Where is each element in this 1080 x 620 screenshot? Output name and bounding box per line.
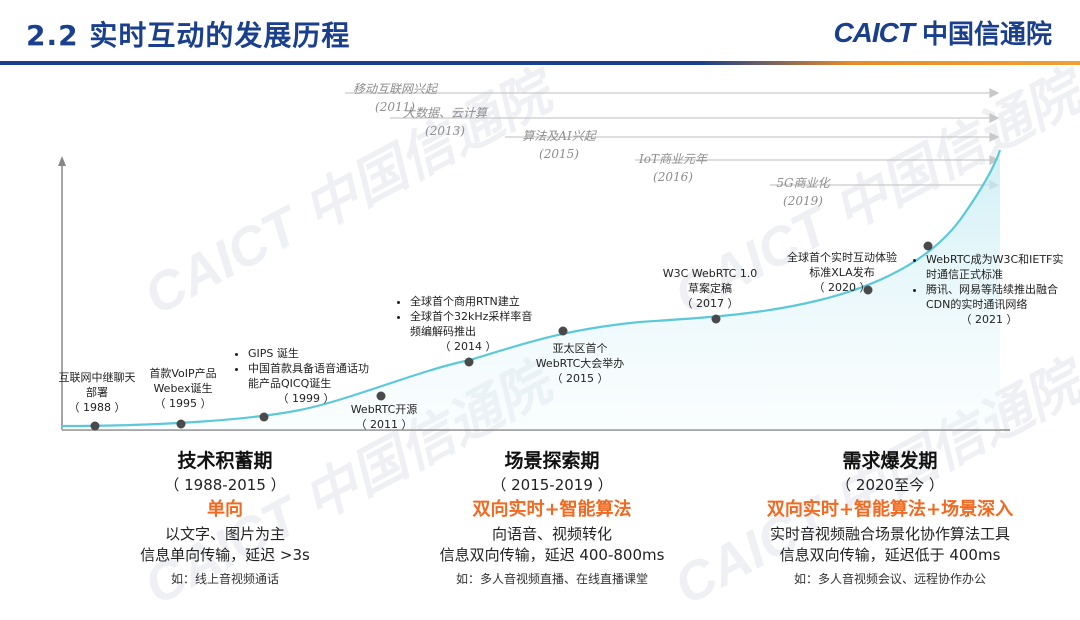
- milestone-dot: [376, 391, 386, 401]
- logo-text-en: CAICT: [833, 16, 915, 48]
- logo-text-cn: 中国信通院: [921, 20, 1052, 50]
- phase-mode: 双向实时+智能算法+场景深入: [766, 499, 1014, 520]
- page-title: 2.2 实时互动的发展历程: [26, 19, 351, 52]
- milestone-dot: [863, 285, 873, 295]
- growth-curve: [61, 149, 1002, 428]
- event-1999: GIPS 诞生 中国首款具备语音通话功能产品QICQ诞生 （ 1999 ）: [236, 346, 376, 406]
- phase-example: 如：多人音视频直播、在线直播课堂: [455, 572, 648, 586]
- phase-name: 场景探索期: [504, 450, 600, 472]
- phase-name: 需求爆发期: [842, 450, 938, 472]
- header-divider-accent: [700, 61, 1080, 65]
- phase-explosion: 需求爆发期 （ 2020至今 ） 双向实时+智能算法+场景深入 实时音视频融合场…: [720, 448, 1060, 590]
- trend-label: 移动互联网兴起(2011): [352, 82, 437, 114]
- milestone-dot: [464, 357, 474, 367]
- trend-arrow-head: [989, 113, 1000, 123]
- milestone-dot: [90, 421, 100, 431]
- event-bullet: 全球首个商用RTN建立: [410, 294, 538, 309]
- phase-example: 如：多人音视频会议、远程协作办公: [793, 572, 986, 586]
- trend-arrow-head: [989, 132, 1000, 142]
- header-divider: [0, 61, 1080, 65]
- event-2020: 全球首个实时互动体验标准XLA发布（ 2020 ）: [787, 251, 897, 294]
- phase-years: （ 2015-2019 ）: [491, 476, 613, 494]
- trend-label: 算法及AI兴起(2015): [522, 129, 596, 161]
- trend-arrow-head: [989, 88, 1000, 98]
- trend-label: 5G商业化(2019): [776, 176, 830, 208]
- trend-arrow-head: [989, 155, 1000, 165]
- phase-desc: 信息双向传输，延迟低于 400ms: [779, 546, 1001, 564]
- trend-label: IoT商业元年(2016): [639, 152, 707, 184]
- phase-desc: 信息双向传输，延迟 400-800ms: [439, 546, 665, 564]
- event-2021: WebRTC成为W3C和IETF实时通信正式标准 腾讯、网易等陆续推出融合CDN…: [914, 252, 1064, 327]
- event-bullet: 腾讯、网易等陆续推出融合CDN的实时通讯网络: [926, 282, 1064, 312]
- caict-logo: CAICT 中国信通院: [833, 14, 1052, 51]
- milestone-dot: [259, 412, 269, 422]
- milestone-dot: [558, 326, 568, 336]
- event-2014: 全球首个商用RTN建立 全球首个32kHz采样率音频编解码推出 （ 2014 ）: [398, 294, 538, 354]
- event-bullet: WebRTC成为W3C和IETF实时通信正式标准: [926, 252, 1064, 282]
- phase-desc: 向语音、视频转化: [491, 525, 612, 543]
- event-bullet: 中国首款具备语音通话功能产品QICQ诞生: [248, 361, 376, 391]
- event-2011: WebRTC开源（ 2011 ）: [350, 403, 418, 431]
- phase-desc: 实时音视频融合场景化协作算法工具: [769, 525, 1010, 543]
- phase-accumulation: 技术积蓄期 （ 1988-2015 ） 单向 以文字、图片为主 信息单向传输，延…: [55, 448, 395, 590]
- event-bullet: 全球首个32kHz采样率音频编解码推出: [410, 309, 538, 339]
- phase-desc: 信息单向传输，延迟 >3s: [140, 546, 310, 564]
- milestone-dot: [923, 241, 933, 251]
- phase-mode: 双向实时+智能算法: [472, 499, 632, 520]
- event-1988: 互联网中继聊天部署（ 1988 ）: [58, 371, 136, 414]
- y-axis-arrow: [58, 156, 66, 166]
- milestone-dot: [711, 314, 721, 324]
- milestone-dot: [176, 419, 186, 429]
- phase-mode: 单向: [207, 499, 243, 520]
- phase-years: （ 1988-2015 ）: [164, 476, 286, 494]
- phase-example: 如：线上音视频通话: [170, 572, 279, 586]
- phase-exploration: 场景探索期 （ 2015-2019 ） 双向实时+智能算法 向语音、视频转化 信…: [382, 448, 722, 590]
- phase-name: 技术积蓄期: [177, 450, 273, 472]
- phase-desc: 以文字、图片为主: [164, 525, 285, 543]
- event-bullet: GIPS 诞生: [248, 346, 376, 361]
- growth-area: [62, 150, 1000, 430]
- trend-label: 大数据、云计算(2013): [402, 106, 487, 138]
- phase-years: （ 2020至今 ）: [836, 476, 944, 494]
